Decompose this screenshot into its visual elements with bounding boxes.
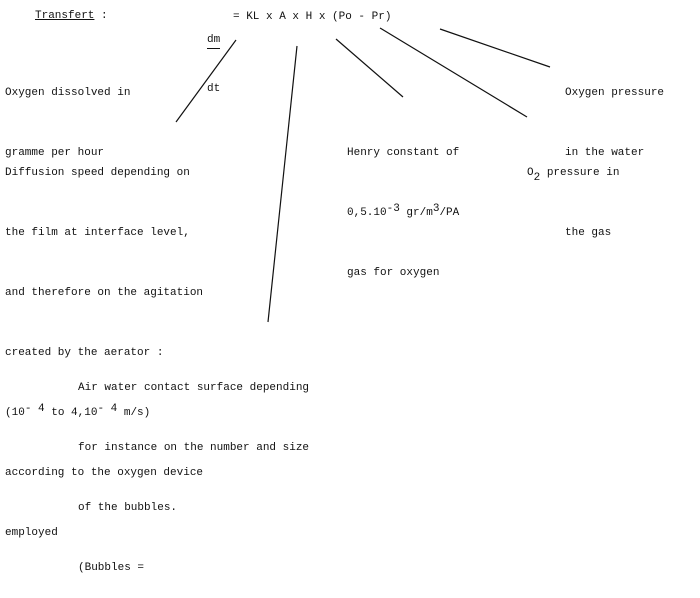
leader-line-po (379, 27, 528, 118)
subscript: 2 (533, 172, 541, 184)
exponent: - 4 (97, 403, 118, 415)
text: O (527, 167, 534, 179)
text-line: in the water (565, 147, 645, 159)
leader-line-h (335, 38, 404, 98)
leader-line-kl (175, 39, 237, 123)
text-line: O2 pressure in (527, 163, 620, 184)
text-line: and therefore on the agitation (5, 287, 204, 299)
text: m/s) (117, 407, 151, 419)
text-line: 0,5.10-3 gr/m3/PA (347, 203, 459, 223)
text-line: Air water contact surface depending (78, 382, 310, 394)
text-line: created by the aerator : (5, 347, 164, 359)
text-line: Oxygen pressure (565, 87, 665, 99)
text-line: (Bubbles = (78, 562, 145, 574)
exponent: 3 (432, 203, 440, 215)
text-line: for instance on the number and size (78, 442, 310, 454)
text-line: (10- 4 to 4,10- 4 m/s) (5, 403, 203, 423)
title-text: Transfert (35, 10, 95, 22)
fraction-dm-dt: dm dt (207, 0, 221, 113)
text: 0,5.10 (347, 207, 387, 219)
annotation-a: Air water contact surface depending for … (78, 338, 309, 598)
text-line: the film at interface level, (5, 227, 190, 239)
text-line: Diffusion speed depending on (5, 167, 190, 179)
denominator: dt (207, 83, 221, 95)
text: pressure in (540, 167, 620, 179)
title-colon: : (101, 10, 108, 22)
text: gr/m (399, 207, 433, 219)
text: /PA (439, 207, 460, 219)
text-line: the gas (565, 227, 612, 239)
exponent: - 4 (24, 403, 45, 415)
text: (10 (5, 407, 25, 419)
numerator: dm (207, 32, 221, 49)
annotation-h: Henry constant of 0,5.10-3 gr/m3/PA gas … (347, 103, 459, 303)
exponent: -3 (386, 203, 400, 215)
leader-lines (175, 27, 551, 323)
annotation-pr: Oxygen pressure in the water (565, 43, 664, 183)
text-line: gas for oxygen (347, 267, 440, 279)
equation-rhs: = KL x A x H x (Po - Pr) (233, 11, 392, 23)
annotation-po: O2 pressure in the gas (527, 123, 619, 263)
annotation-dm-dt: Oxygen dissolved in gramme per hour (5, 43, 130, 183)
text-line: Oxygen dissolved in (5, 87, 131, 99)
section-title: Transfert : (35, 6, 108, 26)
leader-line-a (267, 45, 298, 323)
text-line: gramme per hour (5, 147, 105, 159)
leader-line-pr (439, 28, 551, 68)
text: to 4,10 (44, 407, 98, 419)
text-line: of the bubbles. (78, 502, 178, 514)
text-line: Henry constant of (347, 147, 460, 159)
